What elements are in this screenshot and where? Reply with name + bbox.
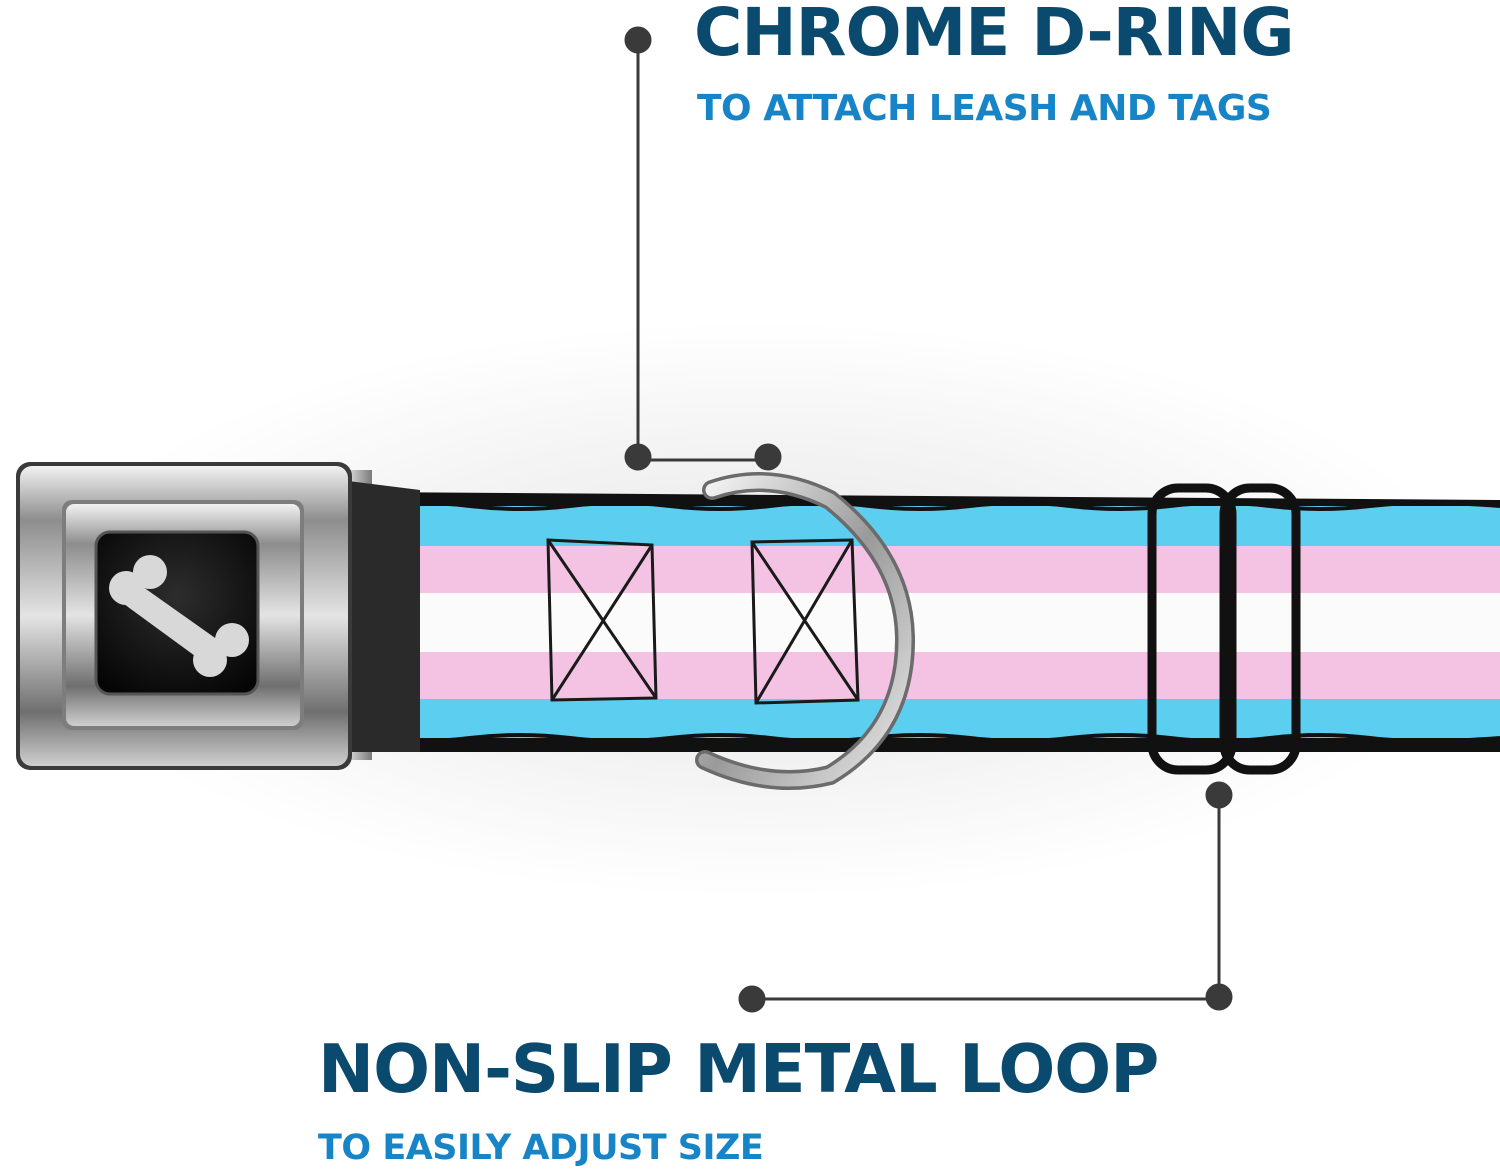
bone-icon: [109, 555, 249, 677]
metal-loop-callout-title: NON-SLIP METAL LOOP: [318, 1030, 1159, 1108]
metal-slide-loop: [1147, 483, 1301, 775]
leader-line-d-ring: [624, 26, 782, 471]
box-stitch-left: [546, 538, 658, 702]
box-stitch-right: [750, 538, 860, 705]
d-ring: [695, 472, 916, 790]
d-ring-callout-subtitle: TO ATTACH LEASH AND TAGS: [697, 88, 1272, 129]
leader-line-metal-loop: [738, 781, 1233, 1013]
metal-loop-callout-subtitle: TO EASILY ADJUST SIZE: [318, 1128, 764, 1168]
d-ring-callout-title: CHROME D-RING: [694, 0, 1295, 71]
seatbelt-buckle: [16, 462, 420, 770]
collar-webbing: [360, 492, 1500, 752]
